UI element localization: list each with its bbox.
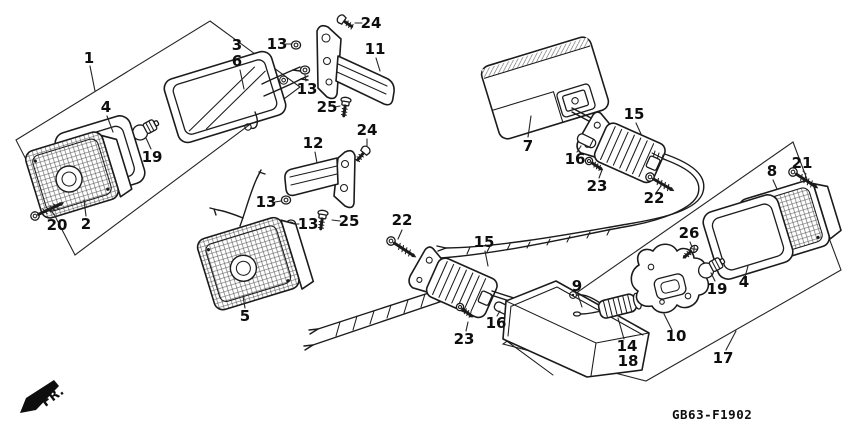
front-winker-housing [163, 50, 309, 144]
bolt-22-b [645, 172, 675, 192]
callout-11: 11 [365, 40, 386, 58]
screw-24-b [354, 145, 371, 163]
callout-13c: 13 [256, 193, 277, 211]
wire-terminal [209, 207, 219, 216]
callout-4a: 4 [101, 98, 111, 116]
bulb-rear [697, 257, 726, 279]
callout-12: 12 [303, 134, 324, 152]
callout-22b: 22 [644, 189, 665, 207]
grommet-13-c [280, 195, 292, 205]
wire-terminal [300, 75, 309, 81]
callout-25b: 25 [339, 212, 360, 230]
callout-7: 7 [523, 137, 533, 155]
fr-arrow-icon [20, 380, 59, 413]
grommet-13-a [290, 40, 302, 50]
wire-terminal [308, 328, 319, 335]
callout-19b: 19 [707, 280, 728, 298]
base-plate-10 [630, 243, 710, 314]
callout-4b: 4 [739, 273, 749, 291]
callout-13b: 13 [297, 80, 318, 98]
callout-15b: 15 [474, 233, 495, 251]
front-winker-lens [24, 131, 133, 219]
ring-terminal [244, 123, 252, 131]
callout-13d: 13 [298, 215, 319, 233]
callout-14: 14 [617, 337, 638, 355]
grommet-13-b [299, 65, 311, 75]
screw-25-a [340, 96, 352, 118]
callout-22a: 22 [392, 211, 413, 229]
callout-24b: 24 [357, 121, 378, 139]
screw-25-b [317, 209, 329, 231]
leader-lines [48, 22, 807, 351]
bulb-socket-14-18 [569, 291, 642, 319]
screw-24-a [336, 14, 354, 30]
callout-labels: 1 4 19 2 20 3 6 13 13 24 11 25 12 24 13 … [47, 14, 813, 370]
bolt-22-a [386, 236, 417, 258]
winker-assembly-5 [196, 169, 315, 311]
callout-5: 5 [240, 307, 250, 325]
callout-13a: 13 [267, 35, 288, 53]
callout-16b: 16 [486, 314, 507, 332]
callout-9: 9 [572, 277, 582, 295]
callout-2: 2 [81, 215, 91, 233]
callout-8: 8 [767, 162, 777, 180]
collar-16-upper [576, 133, 597, 149]
callout-21: 21 [792, 154, 813, 172]
callout-16a: 16 [565, 150, 586, 168]
wire-terminal [256, 169, 266, 179]
screw-23-upper [584, 156, 604, 171]
callout-24a: 24 [361, 14, 382, 32]
stay-bracket-12 [284, 149, 356, 209]
callout-26: 26 [679, 224, 700, 242]
callout-23b: 23 [454, 330, 475, 348]
wire-terminal [292, 66, 301, 72]
callout-20: 20 [47, 216, 68, 234]
callout-18: 18 [618, 352, 639, 370]
callout-23a: 23 [587, 177, 608, 195]
callout-15a: 15 [624, 105, 645, 123]
stay-bracket-11 [316, 24, 395, 106]
callout-25a: 25 [317, 98, 338, 116]
rod-thread-tip [651, 150, 667, 161]
screw-23-lower [455, 302, 474, 318]
wire-terminal [436, 245, 447, 252]
rear-case-7 [480, 36, 610, 140]
diagram-part-code: GB63-F1902 [672, 407, 752, 422]
cushion-stay-15-lower [408, 246, 498, 319]
callout-6: 6 [232, 52, 242, 70]
bulb-front [131, 119, 160, 141]
callout-17: 17 [713, 349, 734, 367]
wire-terminal [303, 344, 314, 351]
rear-case-9 [502, 280, 650, 378]
callout-19a: 19 [142, 148, 163, 166]
callout-10: 10 [666, 327, 687, 345]
screw-21 [788, 167, 819, 189]
callout-3: 3 [232, 36, 242, 54]
callout-1: 1 [84, 49, 94, 67]
rear-lens-gasket [702, 194, 794, 280]
